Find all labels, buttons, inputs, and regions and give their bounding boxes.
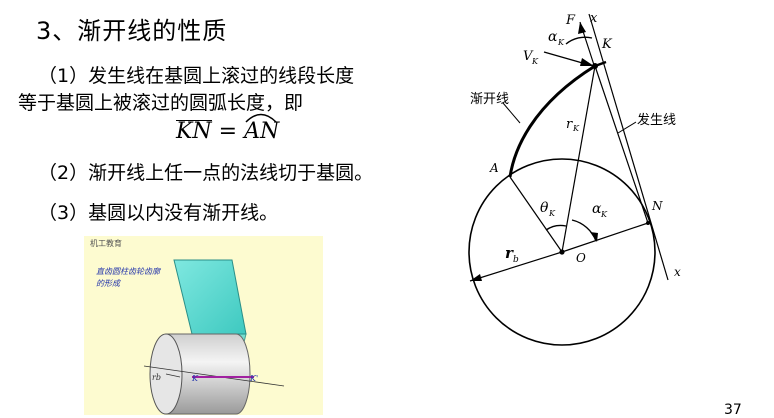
label-ak-bottom: α — [592, 201, 602, 217]
point-K — [592, 63, 598, 69]
animation-note: 直齿圆柱齿轮齿廓的形成 — [96, 267, 160, 288]
force-line — [579, 21, 595, 66]
page-number: 37 — [724, 402, 742, 418]
velocity-arrowhead — [580, 58, 594, 66]
property-1-line-2: 等于基圆上被滚过的圆弧长度，即 — [18, 92, 304, 114]
alpha-arc-bottom-arrow — [590, 232, 598, 242]
alpha-arc-top — [565, 36, 593, 45]
radius-oa — [509, 176, 563, 253]
radius-rk — [561, 65, 596, 253]
label-F: F — [565, 13, 576, 28]
anim-label-K: K — [191, 374, 199, 383]
anim-label-K-prime: K' — [249, 374, 258, 383]
label-x-bottom: x — [674, 265, 681, 279]
radius-on — [561, 222, 649, 253]
label-ak-top: α — [548, 29, 558, 45]
generating-line-leader — [617, 121, 637, 134]
arc-length-formula: KN = AN — [176, 113, 280, 145]
arc-mark-icon — [245, 113, 277, 123]
generating-line — [588, 13, 669, 281]
label-K: K — [601, 37, 613, 52]
label-generating-line: 发生线 — [637, 112, 676, 128]
animation-caption: 机工教育 — [90, 239, 122, 248]
label-ak-top-sub: K — [557, 38, 565, 47]
point-O — [559, 249, 565, 255]
involute-stub — [594, 60, 607, 68]
arc-AN: AN — [244, 113, 280, 145]
label-theta: θ — [540, 200, 549, 216]
label-A: A — [489, 161, 499, 175]
property-2: （2）渐开线上任一点的法线切于基圆。 — [38, 162, 374, 184]
involute-leader — [502, 102, 521, 124]
label-O: O — [576, 251, 586, 265]
involute-curve — [508, 64, 596, 178]
label-involute: 渐开线 — [470, 92, 509, 107]
label-theta-sub: K — [548, 209, 556, 218]
force-arrowhead — [578, 22, 586, 34]
slide-title: 3、渐开线的性质 — [36, 17, 228, 45]
line-kn — [594, 65, 649, 224]
label-rb-sub: b — [513, 255, 519, 265]
label-rk: r — [566, 117, 573, 132]
radius-rb — [469, 251, 563, 282]
label-Vk: V — [523, 49, 534, 64]
label-Vk-sub: K — [531, 57, 539, 66]
anim-label-rb: rb — [152, 373, 161, 382]
gear-animation-svg: rb K K' — [143, 259, 285, 415]
label-rb: r — [505, 244, 514, 262]
alpha-arc-bottom — [571, 219, 597, 242]
label-N: N — [651, 199, 663, 213]
label-x-top: x — [590, 11, 598, 26]
segment-KN: KN — [176, 119, 212, 144]
velocity-arrow — [543, 51, 594, 67]
arc-AN-label: AN — [244, 119, 280, 144]
generating-plane — [173, 259, 247, 335]
radius-line — [165, 373, 181, 378]
label-ak-bottom-sub: K — [600, 210, 608, 219]
equals-sign: = — [211, 119, 245, 144]
base-circle — [468, 158, 656, 346]
theta-arc — [545, 224, 567, 231]
gear-animation-frame: 机工教育 直齿圆柱齿轮齿廓的形成 rb K K' — [84, 236, 323, 415]
property-3: （3）基圆以内没有渐开线。 — [38, 202, 279, 224]
property-1-line-1: （1）发生线在基圆上滚过的线段长度 — [38, 65, 355, 87]
label-rk-sub: K — [572, 124, 580, 133]
point-N — [646, 221, 650, 225]
rb-arrowhead — [470, 274, 482, 281]
